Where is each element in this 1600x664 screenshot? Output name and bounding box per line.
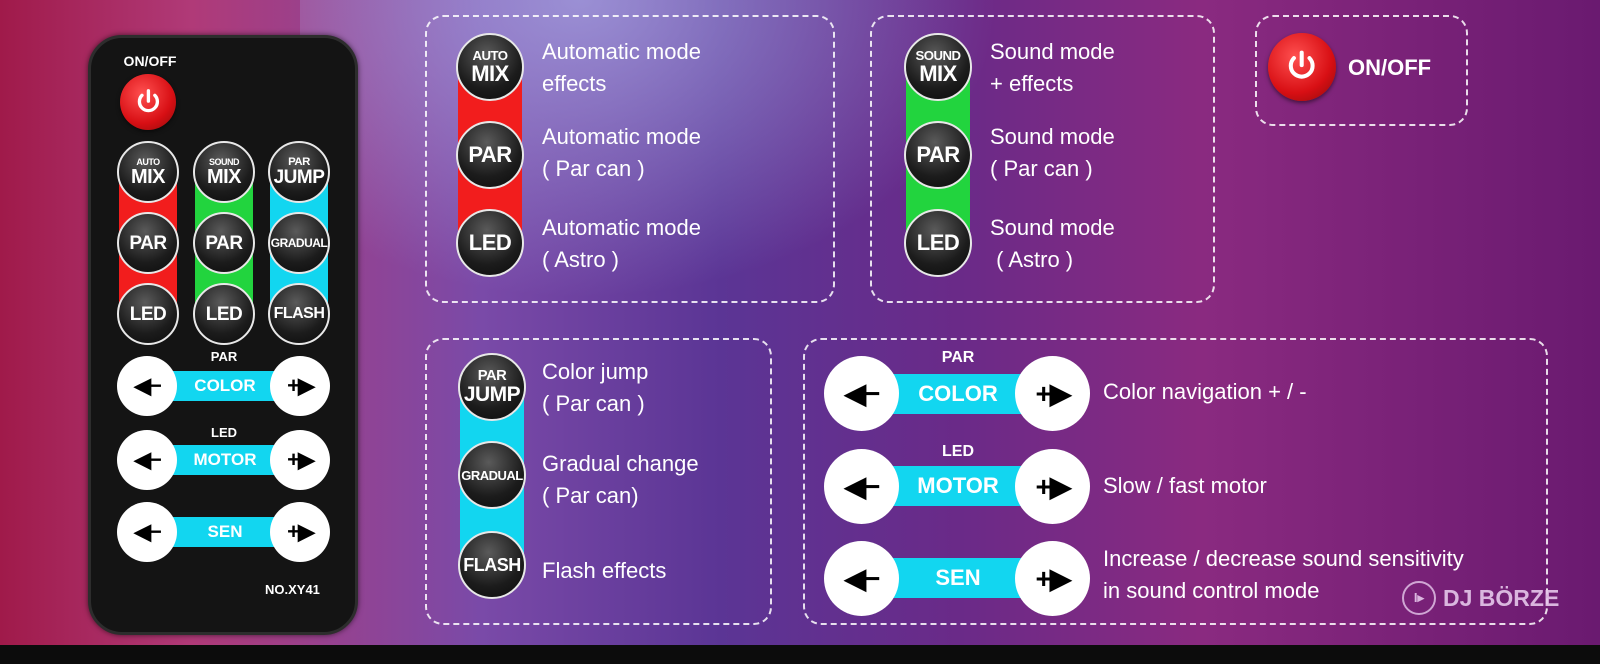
remote-color-plus-button[interactable]: +▶ [270,356,330,416]
remote-motor-bar: MOTOR [172,445,278,475]
remote-sen-plus-button[interactable]: +▶ [270,502,330,562]
remote-sen-bar: SEN [172,517,278,547]
nav-led-label: LED [942,443,974,460]
nav-color-plus: +▶ [1015,356,1090,431]
nav-motor-plus: +▶ [1015,449,1090,524]
navigation-panel [803,338,1548,625]
auto-led-description: Automatic mode( Astro ) [542,215,701,272]
remote-auto-led-button[interactable]: LED [117,283,179,345]
par-jump-description: Color jump( Par can ) [542,359,649,416]
panel-power-button [1268,33,1336,101]
remote-onoff-label: ON/OFF [123,53,177,69]
remote-sen-minus-button[interactable]: ◀− [117,502,177,562]
sound-mix-description: Sound mode+ effects [990,39,1115,96]
gradual-button: GRADUAL [458,441,526,509]
remote-sound-par-button[interactable]: PAR [193,212,255,274]
remote-color-bar: COLOR [172,371,278,401]
remote-sound-led-button[interactable]: LED [193,283,255,345]
par-panel [425,338,772,625]
watermark: DJ BÖRZE [1443,585,1560,611]
auto-led-button: LED [456,209,524,277]
remote-motor-plus-button[interactable]: +▶ [270,430,330,490]
remote-par-label: PAR [210,349,238,364]
remote-model-number: NO.XY41 [265,582,320,597]
power-icon [1289,50,1315,79]
sound-led-description: Sound mode ( Astro ) [990,215,1115,272]
flash-button: FLASH [458,531,526,599]
flash-description: Flash effects [542,558,667,583]
remote-led-label: LED [211,425,237,440]
onoff-label: ON/OFF [1348,55,1432,80]
remote-auto-par-button[interactable]: PAR [117,212,179,274]
nav-motor-minus: ◀− [824,449,899,524]
remote-gradual-button[interactable]: GRADUAL [268,212,330,274]
nav-sen-bar: SEN [888,558,1028,598]
remote-power-button[interactable] [120,74,176,130]
nav-sen-plus: +▶ [1015,541,1090,616]
remote-color-minus-button[interactable]: ◀− [117,356,177,416]
gradual-description: Gradual change( Par can) [542,451,699,508]
remote-motor-minus-button[interactable]: ◀− [117,430,177,490]
motor-description: Slow / fast motor [1103,473,1267,498]
background-glow [300,0,1000,300]
auto-par-button: PAR [456,121,524,189]
power-icon [137,88,159,112]
sound-par-description: Sound mode( Par can ) [990,124,1115,181]
nav-color-minus: ◀− [824,356,899,431]
auto-mode-panel [425,15,835,303]
auto-par-description: Automatic mode( Par can ) [542,124,701,181]
remote-flash-button[interactable]: FLASH [268,283,330,345]
sound-par-button: PAR [904,121,972,189]
nav-motor-bar: MOTOR [888,466,1028,506]
color-nav-description: Color navigation + / - [1103,379,1307,404]
sound-mode-panel [870,15,1215,303]
nav-par-label: PAR [941,349,975,366]
onoff-panel [1255,15,1468,126]
nav-sen-minus: ◀− [824,541,899,616]
nav-color-bar: COLOR [888,374,1028,414]
bottom-bar [0,645,1600,664]
watermark-logo-icon: I▸ [1402,581,1436,615]
sound-led-button: LED [904,209,972,277]
